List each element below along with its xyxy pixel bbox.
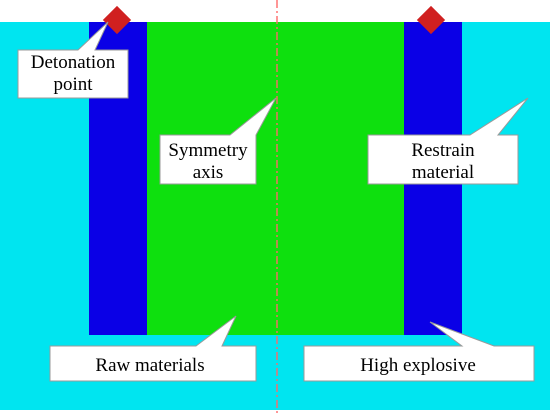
detonation-marker-left	[102, 5, 132, 35]
detonation-label-line1: Detonation	[31, 52, 116, 73]
symmetry-label-line2: axis	[193, 162, 224, 183]
callout-restrain-material: Restrain material	[367, 97, 529, 185]
callout-detonation-point: Detonation point	[17, 21, 129, 99]
symmetry-label-line1: Symmetry	[168, 140, 248, 161]
callout-high-explosive: High explosive	[303, 321, 535, 382]
detonation-label-line2: point	[53, 74, 93, 95]
restrain-label-line1: Restrain	[411, 140, 475, 161]
raw-materials-label: Raw materials	[95, 355, 204, 376]
high-explosive-label: High explosive	[360, 355, 476, 376]
callout-symmetry-axis: Symmetry axis	[159, 97, 277, 185]
callout-raw-materials: Raw materials	[49, 315, 257, 382]
restrain-label-line2: material	[412, 162, 474, 183]
